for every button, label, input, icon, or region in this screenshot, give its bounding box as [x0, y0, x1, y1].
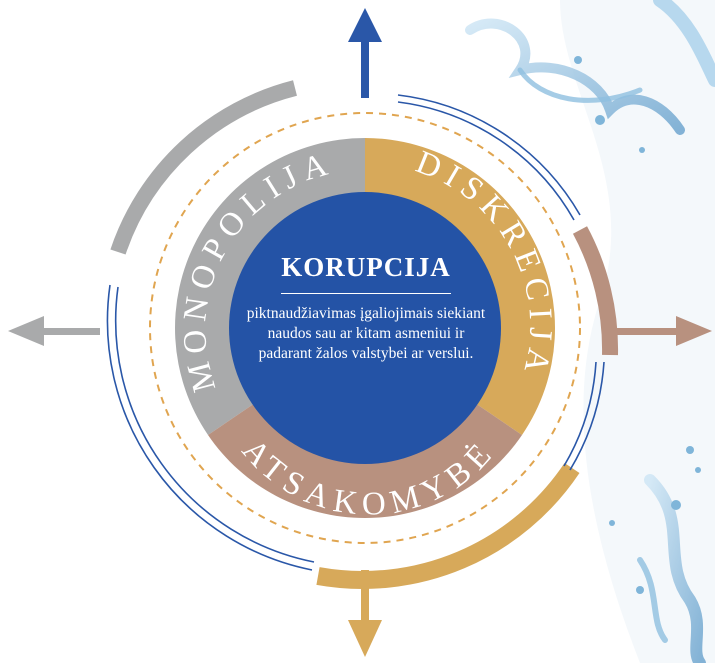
- title-divider: [281, 293, 451, 294]
- dashed-ring: [149, 112, 581, 544]
- arc-outer-right: [572, 226, 619, 356]
- arrow-down: [348, 570, 382, 657]
- arrow-up: [348, 8, 382, 98]
- double-blue-arcs: [106, 94, 605, 571]
- arc-outer-bottom: [316, 462, 580, 589]
- arc-outer-topleft: [110, 80, 297, 255]
- arrow-left: [8, 316, 100, 346]
- center-circle: [229, 192, 501, 464]
- arrow-right: [610, 316, 712, 346]
- center-content: KORUPCIJA piktnaudžiavimas įgaliojimais …: [235, 247, 497, 364]
- center-description: piktnaudžiavimas įgaliojimais siekiant n…: [246, 305, 486, 362]
- center-title: KORUPCIJA: [281, 252, 451, 282]
